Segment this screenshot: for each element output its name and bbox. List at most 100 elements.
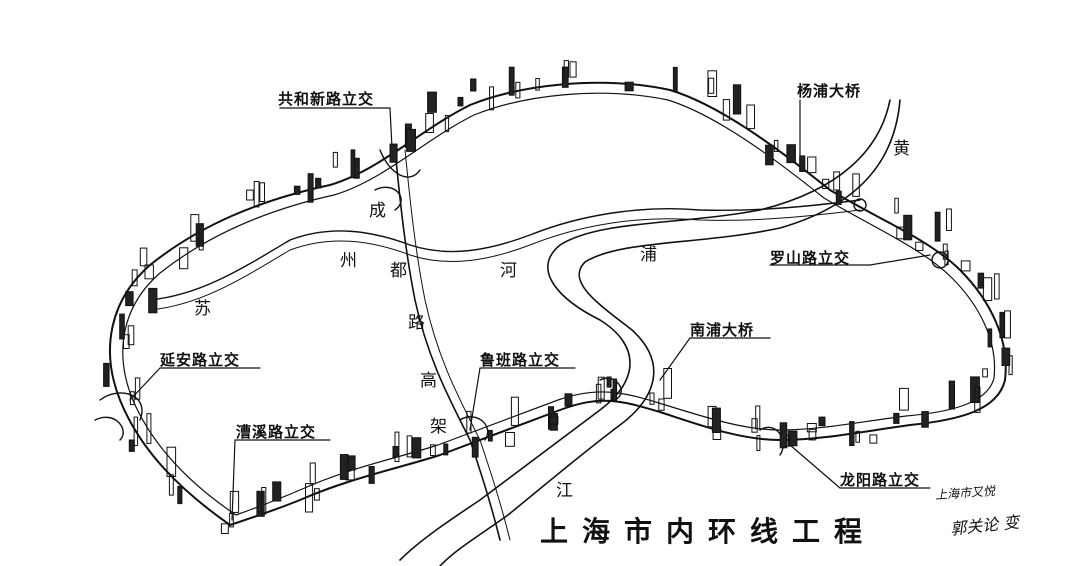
building-sketch (443, 443, 449, 456)
building-sketch (427, 91, 437, 113)
building-sketch (309, 462, 316, 485)
building-sketch (134, 377, 141, 400)
building-sketch (190, 214, 200, 242)
huangpu-river (399, 99, 891, 561)
label-nanpu-bridge: 南浦大桥 (690, 321, 755, 339)
building-sketch (347, 455, 356, 471)
building-sketch (663, 368, 672, 399)
building-sketch (903, 214, 913, 241)
building-sketch (119, 313, 125, 340)
building-sketch (510, 396, 519, 426)
building-sketch (253, 181, 260, 208)
building-sketch (746, 104, 755, 130)
building-sketch (259, 182, 265, 203)
char-he: 河 (500, 261, 517, 281)
char-su: 苏 (194, 299, 211, 319)
char-huang: 黄 (893, 139, 910, 159)
building-sketch (563, 60, 570, 78)
building-sketch (1004, 310, 1011, 339)
leader-lines (129, 99, 931, 521)
building-sketch (732, 84, 742, 115)
building-sketch (229, 490, 240, 513)
building-sketch (332, 151, 338, 168)
building-sketch (649, 392, 655, 405)
building-sketch (314, 488, 320, 501)
building-sketch (166, 446, 177, 478)
char-jiang: 江 (556, 481, 573, 501)
building-sketch (131, 269, 138, 287)
building-sketch (807, 156, 817, 174)
building-sketch (894, 197, 899, 214)
building-sketch (946, 208, 952, 231)
char-pu: 浦 (640, 245, 657, 265)
inner-ring-road (109, 81, 1007, 526)
building-sketch (272, 481, 282, 502)
building-sketch (822, 178, 830, 190)
building-sketch (799, 155, 806, 172)
building-sketch (261, 487, 267, 515)
building-sketch (307, 173, 314, 203)
label-gonghexin-interchange: 共和新路立交 (278, 90, 375, 108)
building-sketch (488, 429, 493, 442)
building-sketch (425, 113, 434, 133)
building-sketch (787, 430, 798, 447)
building-sketch (944, 250, 949, 266)
label-luban-interchange: 鲁班路立交 (480, 351, 561, 369)
building-sketch (1001, 347, 1011, 367)
building-sketch (833, 171, 841, 191)
building-sketch (755, 405, 761, 430)
building-sketch (948, 380, 956, 410)
building-sketch (855, 430, 861, 443)
building-sketch (293, 185, 301, 195)
label-yanan-interchange: 延安路立交 (160, 351, 241, 369)
building-sketch (921, 411, 929, 428)
label-caoxi-interchange: 漕溪路立交 (236, 423, 317, 441)
building-sketch (406, 128, 417, 152)
building-sketch (133, 416, 139, 447)
building-sketch (711, 407, 721, 434)
building-sketch (548, 415, 559, 425)
char-jia: 架 (430, 417, 447, 437)
interchange-knots (94, 149, 949, 456)
building-sketch (139, 247, 148, 267)
building-sketch (368, 466, 375, 484)
building-sketch (808, 428, 817, 441)
building-sketch (852, 173, 860, 197)
building-sketch (786, 144, 796, 164)
building-sketch (672, 66, 678, 92)
char-lu: 路 (408, 313, 425, 333)
building-sketch (612, 378, 618, 401)
char-cheng: 成 (369, 201, 386, 221)
city-buildings (103, 60, 1013, 534)
building-sketch (982, 277, 993, 302)
building-sketch (722, 99, 731, 121)
building-sketch (125, 291, 134, 307)
building-sketch (179, 247, 189, 270)
building-sketch (256, 490, 265, 517)
building-sketch (773, 139, 779, 152)
building-sketch (806, 423, 817, 433)
building-sketch (942, 243, 948, 260)
building-sketch (606, 376, 612, 388)
building-sketch (515, 81, 521, 99)
building-sketch (128, 439, 135, 452)
building-sketch (470, 78, 477, 92)
building-sketch (471, 436, 479, 458)
building-sketch (466, 410, 472, 434)
building-sketch (444, 115, 450, 133)
building-sketch (168, 474, 174, 496)
building-sketch (430, 444, 436, 456)
building-sketch (508, 66, 515, 96)
building-sketch (765, 144, 774, 166)
building-sketch (818, 416, 826, 427)
building-sketch (406, 435, 413, 458)
building-sketch (389, 143, 398, 163)
map-title: 上海市内环线工程 (540, 515, 877, 548)
label-luoshan-interchange: 罗山路立交 (770, 249, 851, 267)
building-sketch (392, 446, 399, 458)
building-sketch (987, 328, 993, 348)
building-sketch (195, 223, 204, 247)
label-longyang-interchange: 龙阳路立交 (840, 471, 921, 489)
building-sketch (315, 177, 322, 189)
building-sketch (999, 311, 1005, 339)
